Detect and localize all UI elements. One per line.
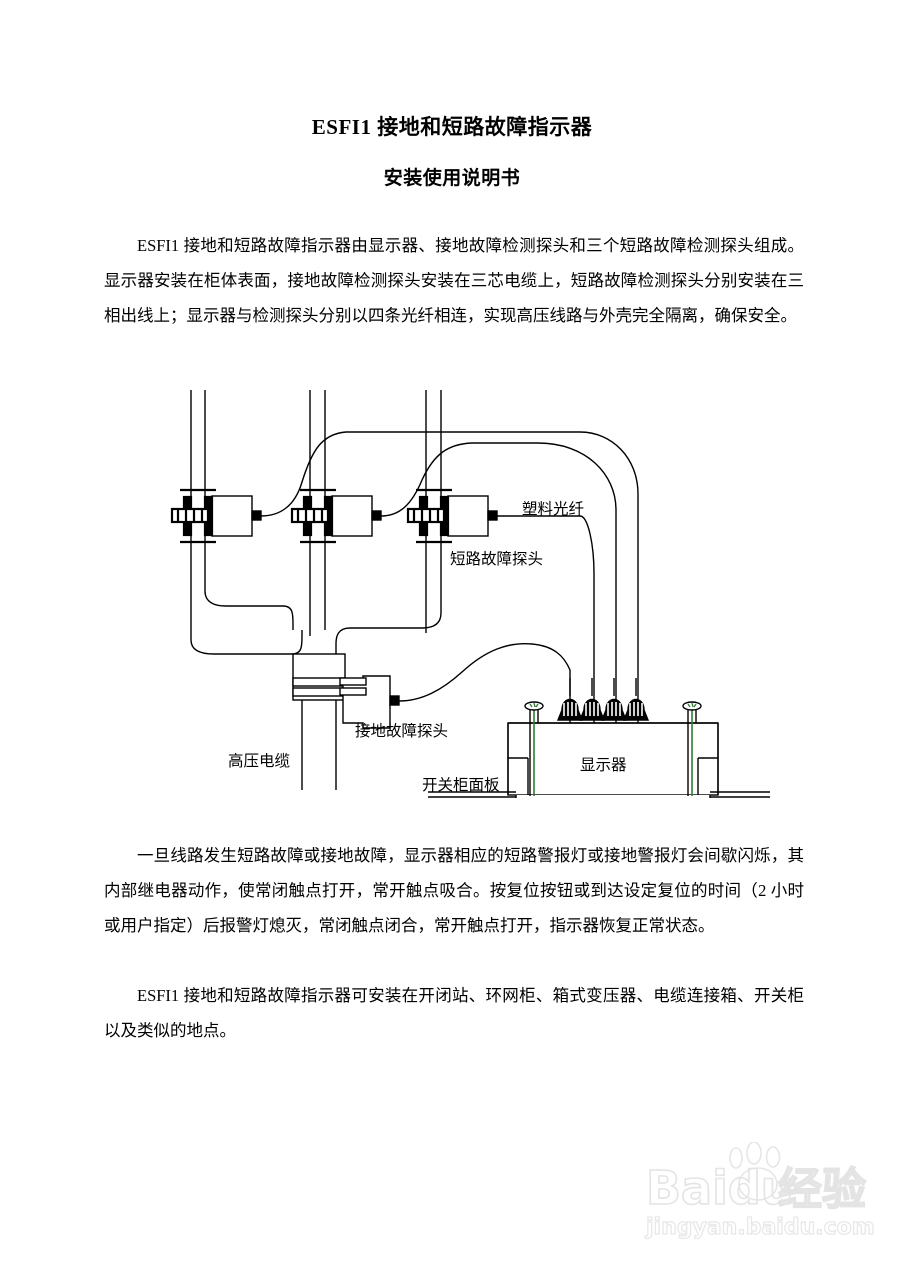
cable-junction-box (292, 653, 346, 701)
display-mounting-screws (524, 701, 702, 796)
label-plastic-fiber: 塑料光纤 (522, 500, 584, 518)
fiber-cable-4 (398, 643, 571, 778)
installation-diagram: 塑料光纤 短路故障探头 接地故障探头 高压电缆 显示器 开关柜面板 (150, 378, 770, 798)
paragraph-applications-text: ESFI1 接地和短路故障指示器可安装在开闭站、环网柜、箱式变压器、电缆连接箱、… (104, 986, 804, 1040)
fiber-run-1 (579, 431, 639, 778)
label-switchgear-panel: 开关柜面板 (422, 776, 500, 794)
paragraph-operation-text: 一旦线路发生短路故障或接地故障，显示器相应的短路警报灯或接地警报灯会间歇闪烁，其… (104, 846, 804, 935)
fiber-connector-2 (578, 698, 606, 721)
document-subtitle: 安装使用说明书 (383, 168, 521, 189)
label-high-voltage-cable: 高压电缆 (228, 752, 290, 770)
fiber-run-3 (579, 515, 595, 778)
paragraph-overview-text: ESFI1 接地和短路故障指示器由显示器、接地故障检测探头和三个短路故障检测探头… (104, 236, 804, 325)
fiber-cable-2 (380, 442, 538, 517)
short-circuit-probe-2 (290, 488, 382, 544)
display-unit (507, 722, 719, 798)
fiber-connectors (556, 698, 650, 721)
watermark-url: jingyan.baidu.com (645, 1215, 875, 1240)
fiber-connector-3 (600, 698, 628, 721)
switchgear-panel-line (428, 791, 770, 798)
label-ground-fault-probe: 接地故障探头 (355, 722, 448, 740)
paragraph-applications: ESFI1 接地和短路故障指示器可安装在开闭站、环网柜、箱式变压器、电缆连接箱、… (104, 978, 804, 1048)
baidu-watermark: Baidu 经验 jingyan.baidu.com (628, 1141, 886, 1246)
paragraph-overview: ESFI1 接地和短路故障指示器由显示器、接地故障检测探头和三个短路故障检测探头… (104, 228, 804, 333)
title-block: ESFI1 接地和短路故障指示器 安装使用说明书 (0, 112, 904, 194)
watermark-brand-cn: 经验 (778, 1164, 866, 1215)
fiber-connector-1 (556, 698, 584, 721)
baidu-paw-icon (729, 1141, 781, 1201)
fiber-cable-1 (260, 431, 580, 517)
fiber-run-2 (537, 442, 617, 778)
short-circuit-probe-3 (406, 488, 498, 544)
ground-fault-probe (339, 675, 400, 729)
label-short-circuit-probe: 短路故障探头 (450, 550, 543, 568)
fiber-connector-4 (622, 698, 650, 721)
watermark-brand: Baidu (646, 1161, 794, 1215)
label-display-unit: 显示器 (580, 756, 627, 774)
paragraph-operation: 一旦线路发生短路故障或接地故障，显示器相应的短路警报灯或接地警报灯会间歇闪烁，其… (104, 838, 804, 943)
document-title: ESFI1 接地和短路故障指示器 (311, 115, 593, 139)
short-circuit-probe-1 (170, 488, 262, 544)
